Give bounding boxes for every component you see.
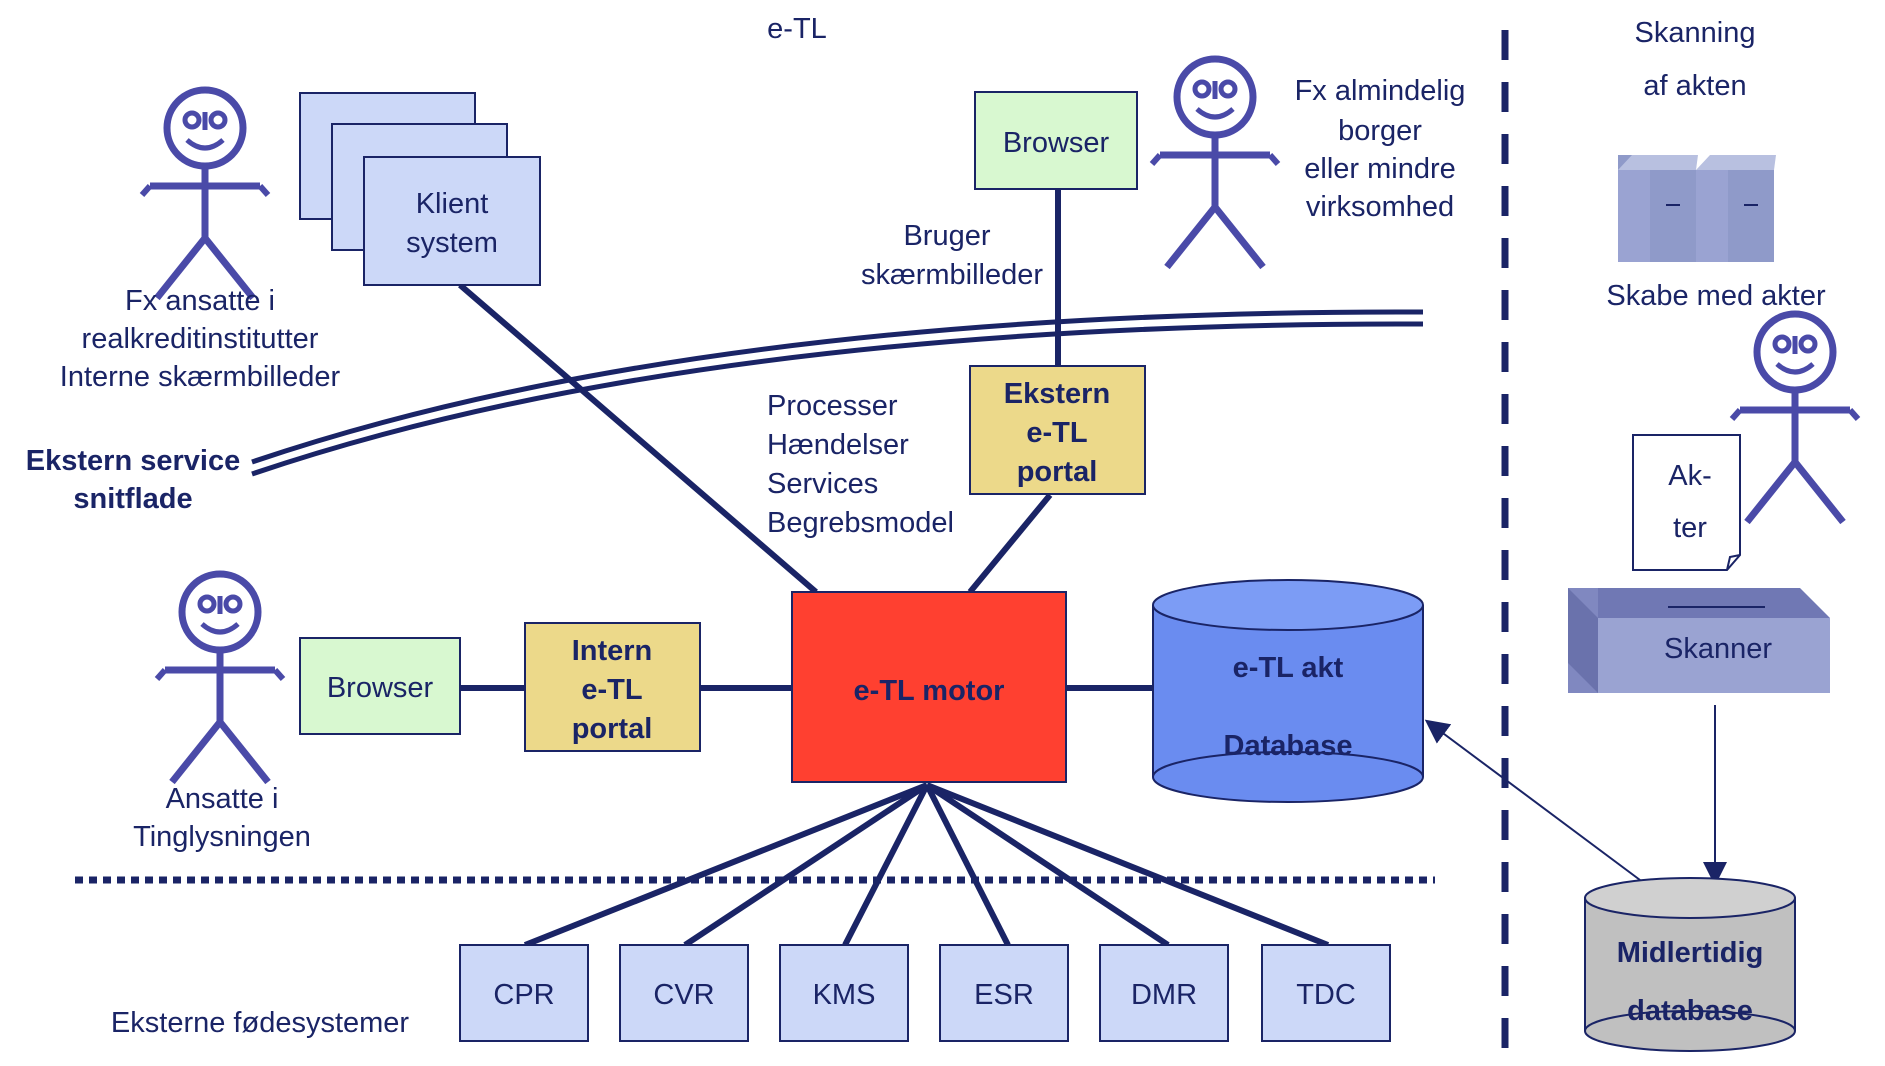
document-icon: Ak- ter	[1632, 434, 1741, 571]
svg-text:realkreditinstitutter: realkreditinstitutter	[82, 323, 319, 355]
svg-text:Hændelser: Hændelser	[767, 429, 909, 461]
actor-internal-icon	[157, 574, 283, 782]
feeder-systems: CPR CVR KMS ESR DMR TDC	[459, 944, 1391, 1042]
cabinets-label: Skabe med akter	[1606, 280, 1826, 312]
svg-text:Bruger: Bruger	[903, 220, 990, 252]
svg-text:Begrebsmodel: Begrebsmodel	[767, 507, 954, 539]
title-scanning: Skanning af akten	[1635, 17, 1756, 102]
svg-text:Interne skærmbilleder: Interne skærmbilleder	[60, 361, 341, 393]
svg-text:Intern: Intern	[572, 635, 653, 667]
svg-text:Processer: Processer	[767, 390, 898, 422]
temp-database: Midlertidig database	[1584, 877, 1796, 1052]
svg-text:Klient: Klient	[416, 188, 489, 220]
svg-text:CVR: CVR	[653, 979, 714, 1011]
svg-text:Services: Services	[767, 468, 878, 500]
svg-text:TDC: TDC	[1296, 979, 1356, 1011]
process-list: Processer Hændelser Services Begrebsmode…	[767, 390, 954, 539]
svg-text:e-TL motor: e-TL motor	[854, 675, 1005, 707]
svg-text:DMR: DMR	[1131, 979, 1197, 1011]
svg-text:KMS: KMS	[813, 979, 876, 1011]
feeder-cvr: CVR	[619, 944, 749, 1042]
svg-text:e-TL akt: e-TL akt	[1233, 652, 1344, 684]
feeder-kms: KMS	[779, 944, 909, 1042]
temp-to-akt-arrow	[1424, 719, 1641, 881]
svg-text:af akten: af akten	[1643, 70, 1746, 102]
feeder-esr: ESR	[939, 944, 1069, 1042]
svg-text:Skanning: Skanning	[1635, 17, 1756, 49]
svg-text:Ansatte i: Ansatte i	[166, 783, 279, 815]
internal-portal: Intern e-TL portal	[524, 622, 701, 752]
user-screens-label: Bruger skærmbilleder	[861, 220, 1043, 291]
svg-text:Skanner: Skanner	[1664, 633, 1772, 665]
svg-text:borger: borger	[1338, 115, 1422, 147]
svg-text:ESR: ESR	[974, 979, 1034, 1011]
actor-citizen-icon	[1152, 59, 1278, 267]
akt-database: e-TL akt Database	[1152, 579, 1424, 803]
actor-scanner-icon	[1732, 314, 1858, 522]
svg-text:portal: portal	[1017, 456, 1098, 488]
svg-text:eller mindre: eller mindre	[1304, 153, 1456, 185]
svg-text:Fx ansatte i: Fx ansatte i	[125, 285, 275, 317]
title-etl: e-TL	[767, 13, 827, 45]
feeder-cpr: CPR	[459, 944, 589, 1042]
external-service-curve	[251, 309, 1424, 477]
actor-left-label: Fx ansatte i realkreditinstitutter Inter…	[60, 285, 341, 393]
svg-text:Fx almindelig: Fx almindelig	[1295, 75, 1466, 107]
svg-text:Database: Database	[1224, 730, 1353, 762]
svg-text:CPR: CPR	[493, 979, 554, 1011]
browser-top: Browser	[974, 91, 1138, 190]
svg-text:Tinglysningen: Tinglysningen	[133, 821, 311, 853]
actor-left-icon	[142, 90, 268, 298]
svg-text:e-TL: e-TL	[1026, 417, 1087, 449]
actor-internal-label: Ansatte i Tinglysningen	[133, 783, 311, 853]
svg-text:skærmbilleder: skærmbilleder	[861, 259, 1043, 291]
svg-text:Browser: Browser	[1003, 127, 1110, 159]
svg-text:portal: portal	[572, 713, 653, 745]
etl-motor: e-TL motor	[791, 591, 1067, 783]
feeder-dmr: DMR	[1099, 944, 1229, 1042]
svg-text:database: database	[1627, 995, 1753, 1027]
svg-text:Browser: Browser	[327, 672, 434, 704]
actor-citizen-label: Fx almindelig borger eller mindre virkso…	[1295, 75, 1466, 223]
svg-text:Midlertidig: Midlertidig	[1617, 937, 1764, 969]
svg-text:ter: ter	[1673, 512, 1707, 544]
svg-text:virksomhed: virksomhed	[1306, 191, 1454, 223]
browser-internal: Browser	[299, 637, 461, 735]
cabinets-icon	[1618, 155, 1776, 262]
svg-text:snitflade: snitflade	[73, 483, 192, 515]
feeders-label: Eksterne fødesystemer	[111, 1007, 409, 1039]
svg-text:e-TL: e-TL	[581, 674, 642, 706]
svg-text:Ekstern: Ekstern	[1004, 378, 1110, 410]
svg-text:system: system	[406, 227, 498, 259]
scanner-icon: Skanner	[1568, 588, 1830, 693]
client-system-stack: Klient system	[299, 92, 541, 286]
connection-lines	[458, 190, 1330, 948]
external-service-label: Ekstern service snitflade	[26, 445, 240, 515]
feeder-tdc: TDC	[1261, 944, 1391, 1042]
svg-text:Ekstern service: Ekstern service	[26, 445, 240, 477]
svg-text:Ak-: Ak-	[1668, 460, 1712, 492]
external-portal: Ekstern e-TL portal	[969, 365, 1146, 495]
